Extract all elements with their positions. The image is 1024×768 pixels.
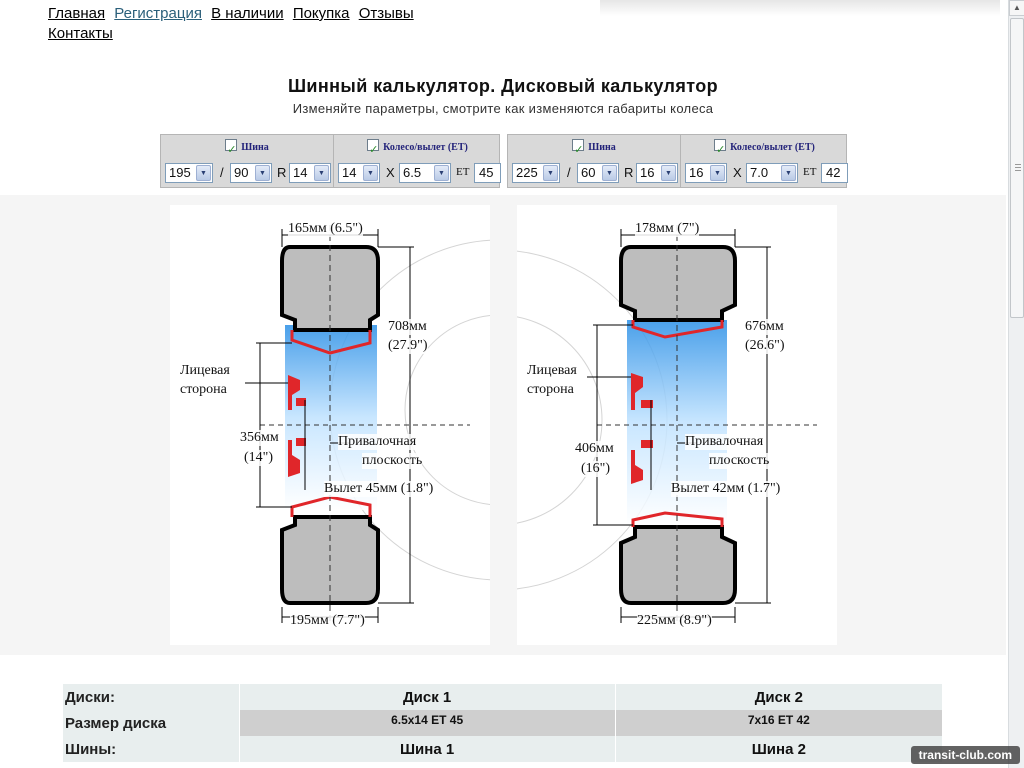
wheel-label-2: Колесо/вылет (ET) xyxy=(730,142,815,153)
disc-1-header: Диск 1 xyxy=(239,684,616,710)
mount-plane-label-2a: Привалочная xyxy=(685,434,764,450)
results-table: Диски: Диск 1 Диск 2 Размер диска 6.5x14… xyxy=(63,684,944,762)
wheel-params-1: Колесо/вылет (ET) 14▼ X 6.5▼ ET 45 xyxy=(334,135,501,187)
chevron-down-icon: ▼ xyxy=(363,165,378,181)
scroll-up-icon[interactable]: ▲ xyxy=(1009,0,1024,16)
site-watermark: transit-club.com xyxy=(910,746,1020,764)
row-label: Шины: xyxy=(63,736,240,762)
wheel-checkbox-1[interactable] xyxy=(367,137,380,163)
tire-label-1: Шина xyxy=(241,142,269,153)
page-title: Шинный калькулятор. Дисковый калькулятор xyxy=(287,76,719,96)
wheel-width-select-1[interactable]: 6.5▼ xyxy=(399,163,451,183)
wheel-drawing-2 xyxy=(517,225,817,625)
rim-diameter-label-2: 406мм xyxy=(575,441,614,457)
tire-width-select-1[interactable]: 195▼ xyxy=(165,163,213,183)
wheel-diameter-select-1[interactable]: 14▼ xyxy=(338,163,380,183)
tire-params-1: Шина 195▼ / 90▼ R 14▼ xyxy=(161,135,334,187)
tire-params-2: Шина 225▼ / 60▼ R 16▼ xyxy=(508,135,681,187)
chevron-down-icon: ▼ xyxy=(255,165,270,181)
top-shadow xyxy=(600,0,1000,16)
rim-diameter-label-1: 356мм xyxy=(240,430,279,446)
wheel-checkbox-2[interactable] xyxy=(714,137,727,163)
tire-profile-select-2[interactable]: 60▼ xyxy=(577,163,619,183)
tire-width-label-2: 225мм (8.9") xyxy=(637,613,712,629)
nav-registration[interactable]: Регистрация xyxy=(114,5,202,22)
table-row: Диски: Диск 1 Диск 2 xyxy=(63,684,944,710)
rim-width-label-1: 165мм (6.5") xyxy=(288,221,363,237)
page-subtitle: Изменяйте параметры, смотрите как изменя… xyxy=(292,101,714,116)
wheel-diagram-1: 165мм (6.5") 708мм (27.9") Лицевая сторо… xyxy=(170,205,490,645)
nav-in-stock[interactable]: В наличии xyxy=(211,5,284,22)
tire-diameter-select-1[interactable]: 14▼ xyxy=(289,163,331,183)
tire-1-header: Шина 1 xyxy=(239,736,616,762)
row-label: Размер диска xyxy=(63,710,240,736)
wheel-width-select-2[interactable]: 7.0▼ xyxy=(746,163,798,183)
nav-purchase[interactable]: Покупка xyxy=(292,5,350,22)
params-panel-1: Шина 195▼ / 90▼ R 14▼ Колесо/вылет (ET) … xyxy=(160,134,501,188)
main-nav: Главная Регистрация В наличии Покупка От… xyxy=(48,4,488,44)
tire-profile-select-1[interactable]: 90▼ xyxy=(230,163,272,183)
mount-plane-label-1a: Привалочная xyxy=(338,434,417,450)
outer-diameter-label-2: 676мм xyxy=(745,319,784,335)
diagram-area-background xyxy=(0,195,1006,655)
tire-checkbox-1[interactable] xyxy=(225,137,238,163)
tire-2-header: Шина 2 xyxy=(615,736,944,762)
rim-diameter-in-label-2: (16") xyxy=(581,461,611,477)
wheel-drawing-1 xyxy=(245,225,490,625)
params-panel-2: Шина 225▼ / 60▼ R 16▼ Колесо/вылет (ET) … xyxy=(507,134,848,188)
chevron-down-icon: ▼ xyxy=(196,165,211,181)
scroll-thumb[interactable] xyxy=(1010,18,1024,318)
tire-checkbox-2[interactable] xyxy=(572,137,585,163)
wheel-diagram-2: 178мм (7") 676мм (26.6") Лицевая сторона… xyxy=(517,205,837,645)
wheel-label-1: Колесо/вылет (ET) xyxy=(383,142,468,153)
table-row: Шины: Шина 1 Шина 2 xyxy=(63,736,944,762)
face-side-label-1a: Лицевая xyxy=(180,363,230,378)
chevron-down-icon: ▼ xyxy=(710,165,725,181)
chevron-down-icon: ▼ xyxy=(661,165,676,181)
tire-width-label-1: 195мм (7.7") xyxy=(290,613,365,629)
chevron-down-icon: ▼ xyxy=(314,165,329,181)
face-side-label-2a: Лицевая xyxy=(527,363,577,378)
row-label: Диски: xyxy=(63,684,240,710)
disc-2-header: Диск 2 xyxy=(615,684,944,710)
tire-width-select-2[interactable]: 225▼ xyxy=(512,163,560,183)
offset-label-1: Вылет 45мм (1.8") xyxy=(324,481,434,497)
disc-2-size: 7x16 ET 42 xyxy=(615,710,944,736)
nav-reviews[interactable]: Отзывы xyxy=(358,5,414,22)
tire-diameter-select-2[interactable]: 16▼ xyxy=(636,163,678,183)
mount-plane-label-2b: плоскость xyxy=(709,453,770,469)
vertical-scrollbar[interactable]: ▲ xyxy=(1008,0,1024,768)
chevron-down-icon: ▼ xyxy=(602,165,617,181)
offset-label-2: Вылет 42мм (1.7") xyxy=(671,481,781,497)
wheel-params-2: Колесо/вылет (ET) 16▼ X 7.0▼ ET 42 xyxy=(681,135,848,187)
wheel-diameter-select-2[interactable]: 16▼ xyxy=(685,163,727,183)
rim-width-label-2: 178мм (7") xyxy=(635,221,700,237)
face-side-label-2b: сторона xyxy=(527,382,574,397)
nav-contacts[interactable]: Контакты xyxy=(48,25,113,42)
face-side-label-1b: сторона xyxy=(180,382,227,397)
chevron-down-icon: ▼ xyxy=(543,165,558,181)
outer-diameter-in-label-1: (27.9") xyxy=(388,338,428,354)
table-row: Размер диска 6.5x14 ET 45 7x16 ET 42 xyxy=(63,710,944,736)
outer-diameter-label-1: 708мм xyxy=(388,319,427,335)
et-input-1[interactable]: 45 xyxy=(474,163,501,183)
mount-plane-label-1b: плоскость xyxy=(362,453,423,469)
et-input-2[interactable]: 42 xyxy=(821,163,848,183)
disc-1-size: 6.5x14 ET 45 xyxy=(239,710,616,736)
outer-diameter-in-label-2: (26.6") xyxy=(745,338,785,354)
tire-label-2: Шина xyxy=(588,142,616,153)
nav-home[interactable]: Главная xyxy=(48,5,106,22)
chevron-down-icon: ▼ xyxy=(781,165,796,181)
chevron-down-icon: ▼ xyxy=(434,165,449,181)
rim-diameter-in-label-1: (14") xyxy=(244,450,274,466)
